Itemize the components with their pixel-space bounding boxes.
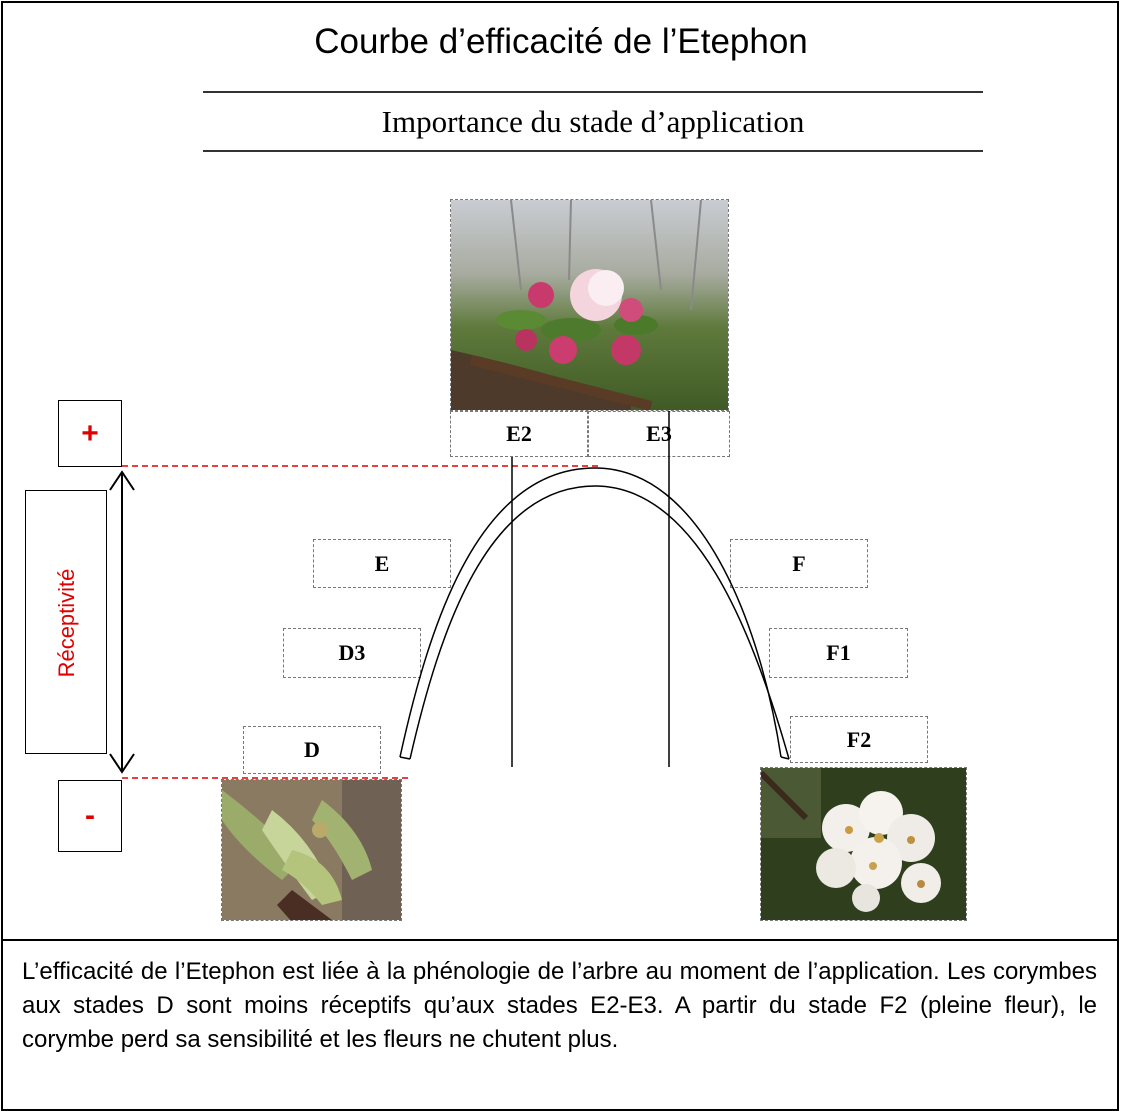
pink-blossom-image <box>451 200 728 410</box>
efficacy-curve-inner <box>409 485 790 760</box>
caption-text: L’efficacité de l’Etephon est liée à la … <box>22 958 1097 1053</box>
stage-e2-box: E2 <box>450 411 588 457</box>
efficacy-curve-outer <box>399 467 782 758</box>
stage-e-box: E <box>313 539 451 588</box>
caption-divider <box>1 939 1119 941</box>
plus-box: + <box>58 400 122 467</box>
diagram-title: Courbe d’efficacité de l’Etephon <box>314 22 808 61</box>
subtitle-rule-top <box>203 91 983 93</box>
diagram-subtitle: Importance du stade d’application <box>381 104 805 139</box>
stage-f-box: F <box>730 539 868 588</box>
full-bloom-photo <box>760 767 967 921</box>
bud-stage-photo <box>221 779 402 921</box>
stage-d3-box: D3 <box>283 628 421 678</box>
minus-box: - <box>58 780 122 852</box>
stage-e3-box: E3 <box>588 411 730 457</box>
stage-f1-box: F1 <box>769 628 908 678</box>
subtitle-rule-bottom <box>203 150 983 152</box>
stage-f2-box: F2 <box>790 716 928 763</box>
receptivity-arrow <box>109 470 135 774</box>
top-blossom-photo <box>450 199 729 411</box>
green-bud-image <box>222 780 401 920</box>
receptivity-label-box: Réceptivité <box>25 490 107 754</box>
white-bloom-image <box>761 768 966 920</box>
stage-d-box: D <box>243 726 381 774</box>
